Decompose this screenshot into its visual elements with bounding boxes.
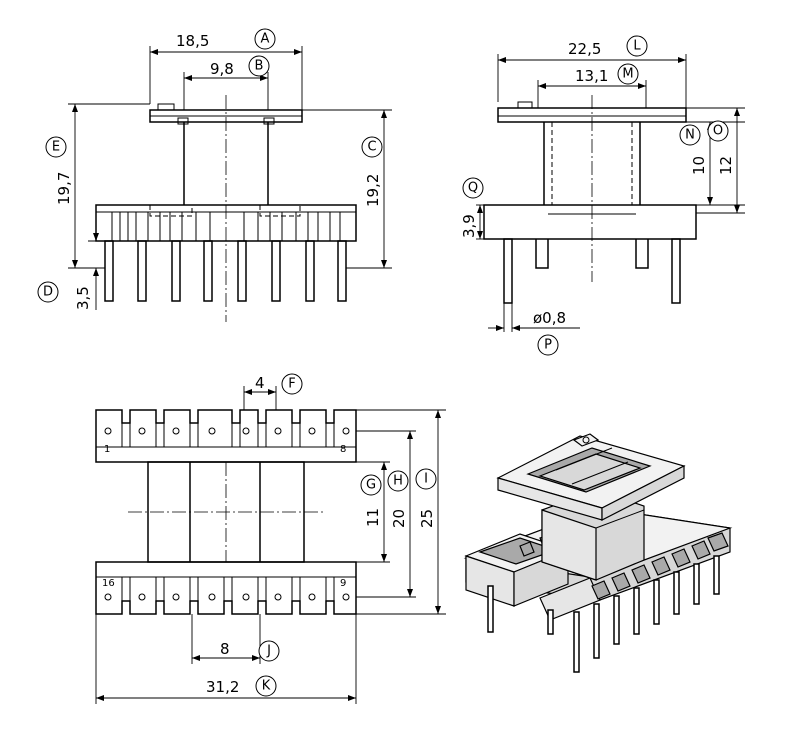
side-pin-right xyxy=(671,238,681,304)
top-upper-slots xyxy=(121,422,335,448)
top-lower-pin-holes xyxy=(104,593,350,601)
front-pins xyxy=(104,240,347,302)
dim-l-value: 22,5 xyxy=(568,40,601,58)
dim-b-letter: B xyxy=(255,59,264,74)
dim-a-value: 18,5 xyxy=(176,32,209,50)
dim-f-letter: F xyxy=(288,377,295,392)
pin-label-1: 1 xyxy=(104,444,110,455)
pin-label-8: 8 xyxy=(340,444,346,455)
dim-n-value: 10 xyxy=(690,156,708,175)
dim-o-value: 12 xyxy=(717,156,735,175)
front-view: 18,5 A 9,8 B 19,7 E 19,2 C 3,5 D xyxy=(37,28,392,322)
dim-c-value: 19,2 xyxy=(364,174,382,207)
side-base xyxy=(483,204,697,240)
top-upper-pin-holes xyxy=(104,427,350,435)
side-view: 22,5 L 13,1 M 10 12 N O 3,9 Q ø xyxy=(460,35,745,356)
dim-d-value: 3,5 xyxy=(74,286,92,310)
dim-j-value: 8 xyxy=(220,640,230,658)
dim-i-value: 25 xyxy=(418,509,436,528)
top-upper-comb xyxy=(95,409,357,463)
dim-k-letter: K xyxy=(262,679,271,694)
iso-pins xyxy=(487,555,720,673)
dim-k-value: 31,2 xyxy=(206,678,239,696)
dim-q-letter: Q xyxy=(468,181,478,196)
dim-o-letter: O xyxy=(713,124,723,139)
top-view: 1 8 16 9 4 F xyxy=(95,373,446,704)
dim-l-letter: L xyxy=(633,39,641,54)
dim-j-letter: J xyxy=(266,644,271,659)
dim-e-letter: E xyxy=(52,140,60,155)
dim-c-letter: C xyxy=(367,140,376,155)
top-lower-comb xyxy=(95,561,357,615)
dim-p-value: ø0,8 xyxy=(533,309,566,327)
dim-f-value: 4 xyxy=(255,374,265,392)
front-flange-notch xyxy=(157,103,175,111)
dim-b-value: 9,8 xyxy=(210,60,234,78)
dim-h-letter: H xyxy=(393,474,403,489)
pin-label-9: 9 xyxy=(340,578,346,589)
pin-label-16: 16 xyxy=(102,578,115,589)
dim-d-letter: D xyxy=(43,285,53,300)
side-pin-left xyxy=(503,238,513,304)
dim-h-value: 20 xyxy=(390,509,408,528)
dim-n-letter: N xyxy=(685,128,695,143)
dim-g-value: 11 xyxy=(364,508,382,527)
top-lower-slots xyxy=(121,576,335,602)
dim-m-letter: M xyxy=(622,67,633,82)
isometric-view xyxy=(463,433,733,673)
dim-p-letter: P xyxy=(544,338,552,353)
iso-comb-teeth xyxy=(519,532,729,600)
dim-e-value: 19,7 xyxy=(55,172,73,205)
dim-i-letter: I xyxy=(424,472,428,487)
dim-a-letter: A xyxy=(261,32,270,47)
front-base-ribs xyxy=(111,212,341,241)
dim-m-value: 13,1 xyxy=(575,67,608,85)
dim-g-letter: G xyxy=(366,478,376,493)
dim-q-value: 3,9 xyxy=(460,214,478,238)
